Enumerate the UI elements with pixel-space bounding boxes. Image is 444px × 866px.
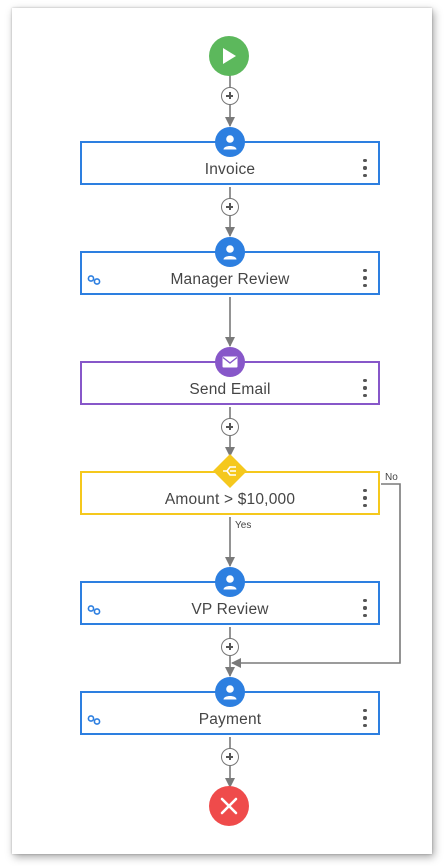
step-label: Invoice (204, 161, 256, 178)
add-step-button[interactable] (221, 638, 239, 656)
link-icon (87, 605, 101, 615)
step-label: VP Review (191, 601, 269, 618)
play-icon (223, 48, 236, 64)
step-label: Send Email (189, 381, 271, 398)
user-icon (215, 237, 245, 267)
branch-icon (223, 466, 236, 476)
branch-no-label: No (385, 472, 398, 483)
user-icon (215, 127, 245, 157)
start-node[interactable] (209, 36, 249, 76)
envelope-icon (215, 347, 245, 377)
link-icon (87, 275, 101, 285)
user-icon (215, 677, 245, 707)
step-menu-button[interactable] (360, 269, 370, 287)
close-icon (220, 797, 238, 815)
step-label: Payment (198, 711, 262, 728)
step-menu-button[interactable] (360, 489, 370, 507)
step-label: Manager Review (170, 271, 290, 288)
link-icon (87, 715, 101, 725)
user-icon (215, 567, 245, 597)
add-step-button[interactable] (221, 418, 239, 436)
step-label: Amount > $10,000 (164, 491, 296, 508)
branch-yes-label: Yes (235, 520, 252, 531)
step-manager-review[interactable]: Manager Review (80, 251, 380, 295)
step-menu-button[interactable] (360, 159, 370, 177)
step-menu-button[interactable] (360, 599, 370, 617)
step-menu-button[interactable] (360, 709, 370, 727)
step-menu-button[interactable] (360, 379, 370, 397)
add-step-button[interactable] (221, 748, 239, 766)
add-step-button[interactable] (221, 87, 239, 105)
add-step-button[interactable] (221, 198, 239, 216)
end-node[interactable] (209, 786, 249, 826)
